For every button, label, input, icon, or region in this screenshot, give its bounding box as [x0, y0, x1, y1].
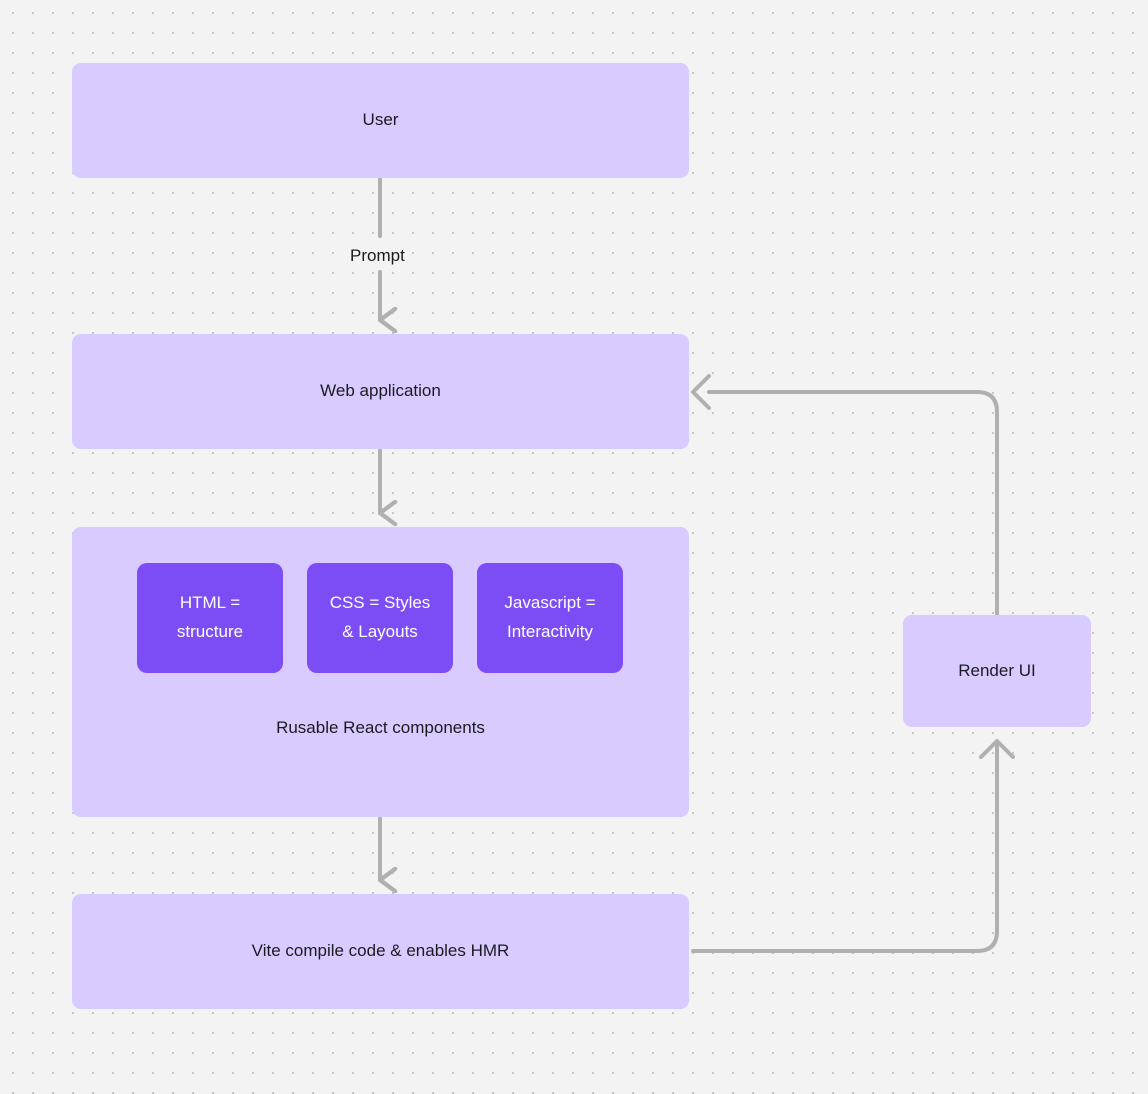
chip-row: HTML = structure CSS = Styles & Layouts … — [137, 563, 623, 673]
components-caption: Rusable React components — [276, 718, 485, 737]
edge-render-to-webapp — [691, 374, 999, 617]
chip-javascript[interactable]: Javascript = Interactivity — [477, 563, 623, 673]
chip-css-label: CSS = Styles & Layouts — [329, 593, 431, 641]
node-render-ui-label: Render UI — [958, 660, 1036, 680]
node-vite[interactable]: Vite compile code & enables HMR — [72, 894, 689, 1009]
chip-html[interactable]: HTML = structure — [137, 563, 283, 673]
node-web-application[interactable]: Web application — [72, 334, 689, 449]
chip-javascript-label: Javascript = Interactivity — [504, 593, 596, 641]
edge-label-prompt: Prompt — [344, 245, 411, 267]
node-vite-label: Vite compile code & enables HMR — [251, 941, 510, 961]
edge-vite-to-render — [691, 739, 1015, 953]
node-reusable-react-components[interactable]: HTML = structure CSS = Styles & Layouts … — [72, 527, 689, 817]
node-web-application-label: Web application — [320, 381, 441, 401]
node-render-ui[interactable]: Render UI — [903, 615, 1091, 727]
node-user-label: User — [362, 110, 399, 130]
node-user[interactable]: User — [72, 63, 689, 178]
chip-css[interactable]: CSS = Styles & Layouts — [307, 563, 453, 673]
chip-html-label: HTML = structure — [176, 593, 244, 641]
